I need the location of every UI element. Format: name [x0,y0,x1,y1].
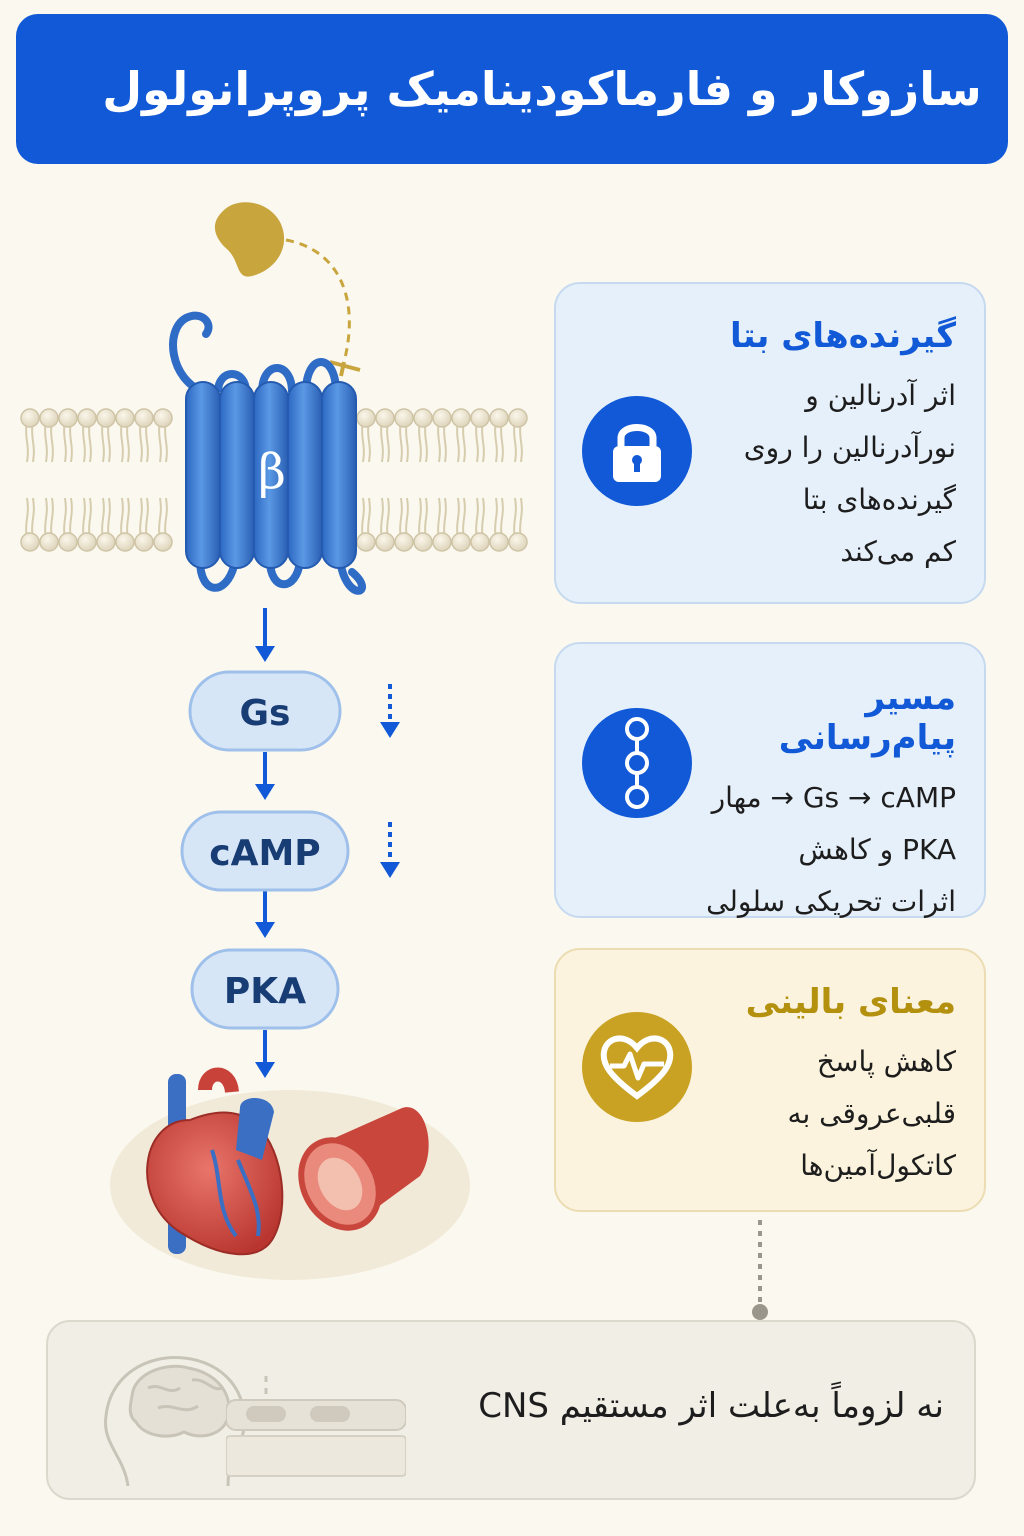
svg-text:PKA: PKA [224,971,306,1012]
lipid-head [375,408,395,428]
lipid-head [394,408,414,428]
ligand-binding-curve [285,238,351,363]
lipid-head [413,408,433,428]
lipid-head [134,532,154,552]
svg-text:Gs: Gs [240,693,291,734]
card-line: کاهش پاسخ [816,1045,956,1078]
card-title: گیرنده‌های بتا [729,316,956,356]
card-icon-wrap [582,1012,692,1122]
neural-tissue-icon [226,1399,406,1477]
card-line: Gs → cAMP → مهار [711,781,956,814]
pathway-chain-icon [625,717,649,809]
cell-membrane [20,408,528,552]
lipid-head [77,408,97,428]
lipid-head [115,532,135,552]
lipid-head [153,532,173,552]
lipid-head [413,532,433,552]
lipid-head [470,408,490,428]
lipid-head [58,408,78,428]
card-line: کم می‌کند [840,535,956,568]
lipid-head [489,408,509,428]
receptor-symbol: β [258,444,286,500]
svg-text:cAMP: cAMP [209,833,320,874]
heart-pulse-icon [600,1035,674,1100]
lipid-head [394,532,414,552]
card-icon-wrap [582,396,692,506]
beta-receptor: β [169,311,366,595]
card-beta-receptors: گیرنده‌های بتا اثر آدرنالین و نورآدرنالی… [554,282,986,604]
lipid-head [432,532,452,552]
inhibition-bar [329,360,361,377]
pathway-step-camp: cAMP [180,810,350,892]
lipid-head [20,532,40,552]
lipid-head [432,408,452,428]
lipid-head [96,532,116,552]
lipid-head [489,532,509,552]
ligand-molecule-icon [214,202,285,277]
card-title: مسیر پیام‌رسانی [778,678,956,758]
lock-icon [613,424,661,482]
card-line: PKA و کاهش [798,833,956,866]
page-title: سازوکار و فارماکودینامیک پروپرانولول [102,62,982,116]
lipid-head [134,408,154,428]
lipid-head [375,532,395,552]
lipid-head [356,532,376,552]
card-line: گیرنده‌های بتا [802,483,956,516]
heart-icon [146,1067,284,1256]
lipid-head [508,532,528,552]
cns-note-text: نه لزوماً به‌علت اثر مستقیم CNS [478,1386,944,1426]
title-bar: سازوکار و فارماکودینامیک پروپرانولول [16,14,1008,164]
decrease-dotted-arrows [380,684,400,878]
pathway-step-pka: PKA [190,948,340,1030]
blood-vessel-icon [298,1107,429,1231]
cns-note-box: نه لزوماً به‌علت اثر مستقیم CNS [46,1320,976,1500]
card-line: کاتکول‌آمین‌ها [800,1149,956,1182]
lipid-head [451,532,471,552]
lipid-head [39,408,59,428]
card-line: نورآدرنالین را روی [743,431,956,464]
lipid-head [508,408,528,428]
lipid-head [356,408,376,428]
pathway-arrows [255,608,275,1078]
card-icon-wrap [582,708,692,818]
lipid-head [470,532,490,552]
lipid-head [20,408,40,428]
dotted-connector [752,1220,768,1320]
card-line: قلبی‌عروقی به [787,1097,956,1130]
receptor-pathway-diagram: β Gs cAMP PKA [20,202,528,1280]
card-clinical-meaning: معنای بالینی کاهش پاسخ قلبی‌عروقی به کات… [554,948,986,1212]
lipid-head [451,408,471,428]
card-signaling-pathway: مسیر پیام‌رسانی Gs → cAMP → مهار PKA و ک… [554,642,986,918]
card-line: اثرات تحریکی سلولی [706,885,956,918]
lipid-head [153,408,173,428]
lipid-head [39,532,59,552]
lipid-head [77,532,97,552]
lipid-head [115,408,135,428]
lipid-head [58,532,78,552]
lipid-head [96,408,116,428]
card-line: اثر آدرنالین و [805,379,956,412]
pathway-step-gs: Gs [188,670,342,752]
card-title: معنای بالینی [745,982,956,1022]
